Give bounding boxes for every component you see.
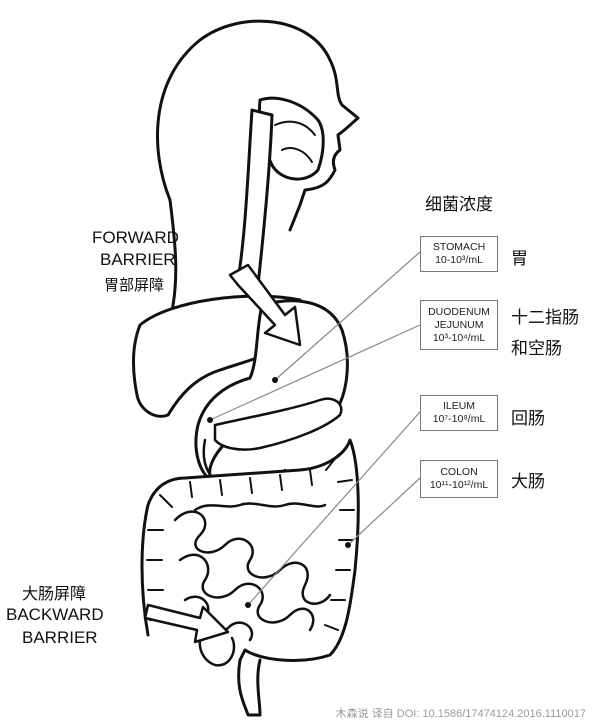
- leader-line-ileum: [247, 411, 421, 606]
- forward-barrier-label-cn: 胃部屏障: [104, 276, 165, 294]
- backward-barrier-label-cn: 大肠屏障: [22, 584, 87, 603]
- backward-arrow: [143, 603, 230, 644]
- colon-cn-label: 大肠: [511, 472, 545, 492]
- ileum-concentration: 10⁷-10⁸/mL: [432, 413, 486, 425]
- backward-barrier-label-line1: BACKWARD: [6, 605, 104, 624]
- colon-name: COLON: [440, 466, 478, 478]
- stomach-name: STOMACH: [432, 241, 486, 253]
- duodenum-concentration: 10³-10⁴/mL: [432, 331, 486, 344]
- stomach-cn-label: 胃: [511, 249, 528, 269]
- forward-barrier-label-line1: FORWARD: [92, 228, 179, 247]
- leader-line-colon: [347, 477, 421, 546]
- stomach-concentration-box: STOMACH 10-10³/mL: [420, 236, 498, 272]
- source-credit: 木森说 译自 DOI: 10.1586/17474124.2016.111001…: [335, 708, 586, 720]
- pancreas: [213, 397, 343, 451]
- forward-arrow: [228, 263, 302, 347]
- jejunum-cn-label: 和空肠: [511, 339, 562, 359]
- jejunum-name: JEJUNUM: [434, 318, 484, 331]
- marker-dot-colon: [345, 542, 351, 548]
- leader-line-duodenum: [209, 324, 421, 421]
- marker-dot-stomach: [272, 377, 278, 383]
- ileum-name: ILEUM: [442, 400, 476, 412]
- duodenum-cn-label: 十二指肠: [511, 308, 579, 328]
- colon-concentration-box: COLON 10¹¹-10¹²/mL: [420, 460, 498, 498]
- colon-concentration: 10¹¹-10¹²/mL: [429, 479, 489, 491]
- stomach-concentration: 10-10³/mL: [435, 254, 483, 266]
- duodenum-name: DUODENUM: [428, 305, 490, 318]
- bacterial-concentration-header: 细菌浓度: [425, 195, 493, 215]
- ileum-concentration-box: ILEUM 10⁷-10⁸/mL: [420, 395, 498, 431]
- duodenum-jejunum-concentration-box: DUODENUM JEJUNUM 10³-10⁴/mL: [420, 300, 498, 350]
- ileum-cn-label: 回肠: [511, 409, 545, 429]
- marker-dot-ileum: [245, 602, 251, 608]
- head-outline: [156, 19, 360, 232]
- leader-line-stomach: [274, 251, 421, 381]
- backward-barrier-label-line2: BARRIER: [22, 628, 98, 647]
- small-intestine: [173, 510, 332, 605]
- forward-barrier-label-line2: BARRIER: [100, 250, 176, 269]
- marker-dot-duodenum: [207, 417, 213, 423]
- esophagus: [236, 108, 274, 287]
